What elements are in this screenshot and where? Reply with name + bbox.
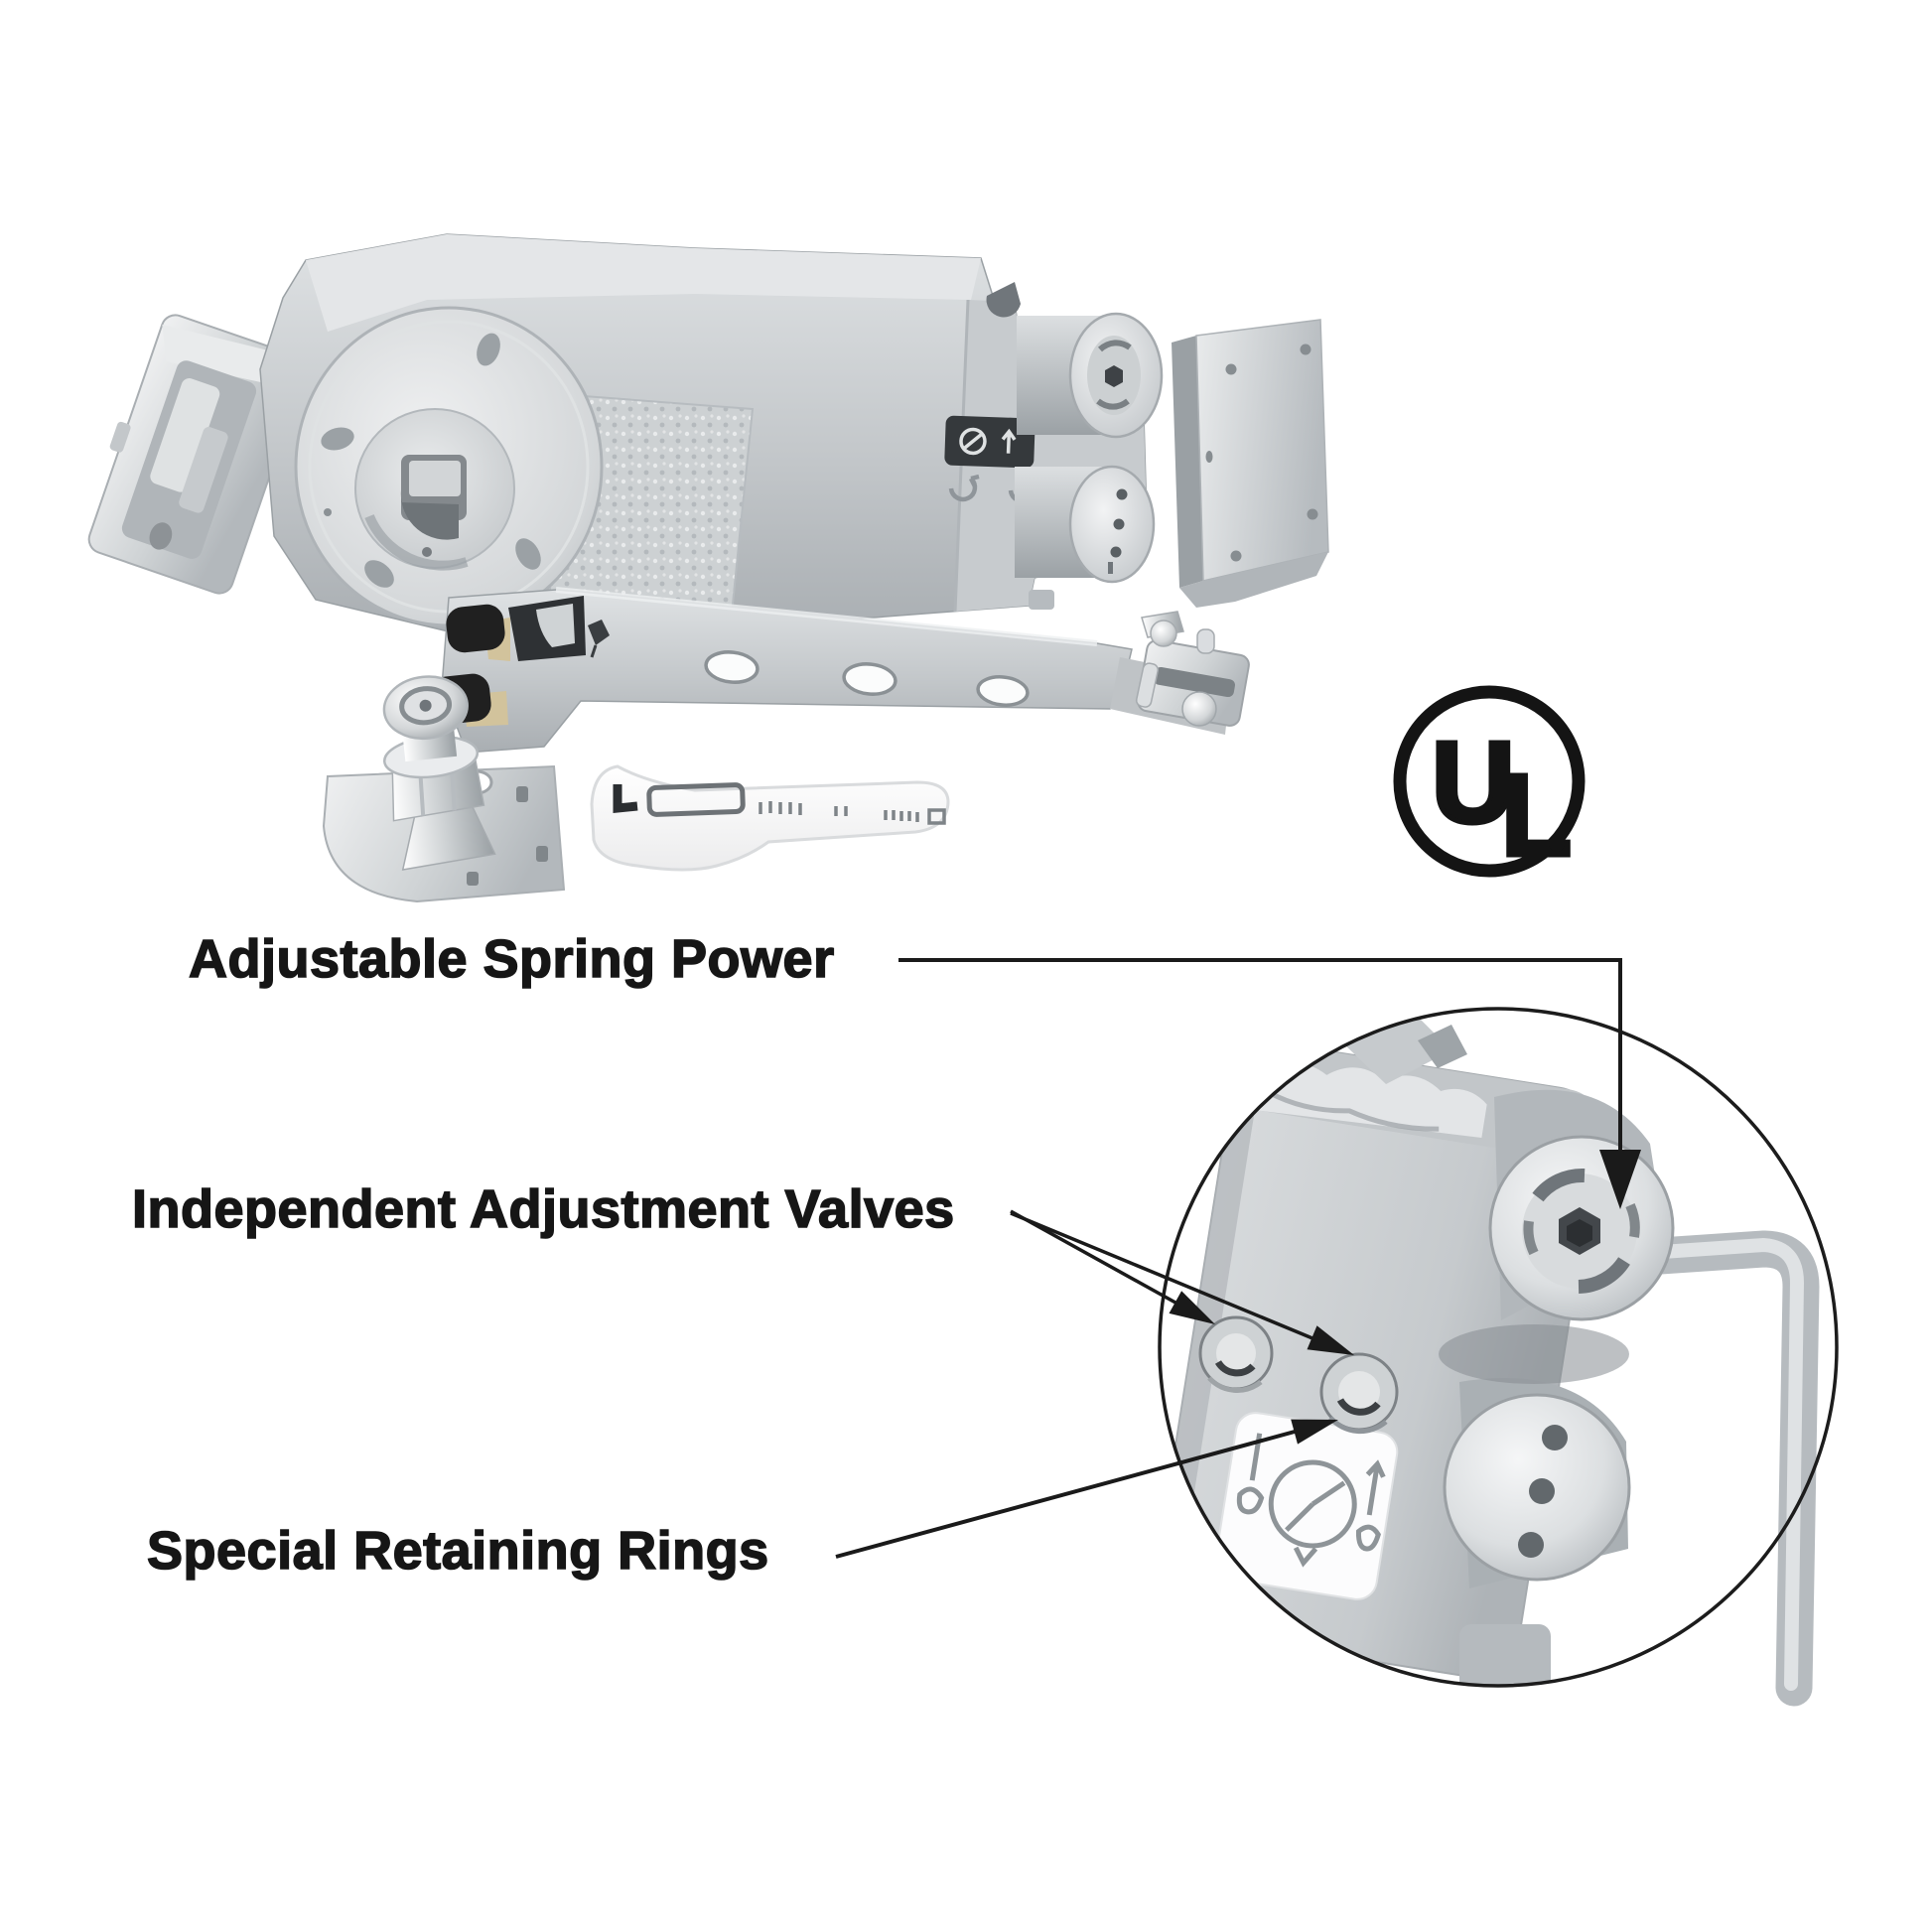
callout-retaining-rings-label: Special Retaining Rings: [147, 1521, 769, 1581]
independent-adjustment-valve-left: [1198, 1315, 1274, 1393]
bottom-pivot: [322, 675, 566, 903]
closer-body: [259, 233, 1164, 636]
leader-line-retaining-rings: [835, 1430, 1296, 1559]
detail-bottom-cylinder: [1443, 1393, 1631, 1582]
arm-clevis: [1135, 611, 1250, 727]
arrowhead-spring-power: [1599, 1150, 1641, 1209]
special-retaining-ring: [1328, 1416, 1388, 1435]
clevis-screw: [1150, 620, 1177, 647]
arrowhead-valve-right: [1307, 1325, 1354, 1355]
top-cylinder: [1017, 312, 1164, 439]
ul-logo-circle: [1393, 685, 1586, 878]
arm-hole: [976, 675, 1030, 707]
callouts: Adjustable Spring Power Independent Adju…: [131, 928, 1641, 1582]
bottom-cylinder: [1015, 465, 1156, 584]
leader-line-spring-power: [898, 958, 1622, 1152]
arm-hole: [842, 662, 897, 696]
valve-icon-plate: [944, 415, 1035, 469]
body-top-notch: [986, 282, 1021, 318]
arrowhead-retaining-rings: [1291, 1419, 1338, 1445]
spindle-hub: [294, 306, 604, 627]
main-arm: [430, 587, 1250, 754]
cover-markings: [759, 801, 946, 825]
callout-spring-power-label: Adjustable Spring Power: [189, 929, 835, 989]
leader-line-valve-right: [1010, 1211, 1313, 1340]
arrowhead-valve-left: [1169, 1291, 1215, 1324]
ul-logo-dot: [1549, 836, 1565, 852]
detail-instruction-label: [1214, 1412, 1399, 1600]
spring-power-adjuster: [1488, 1135, 1675, 1321]
bracket-hole: [149, 522, 173, 550]
hex-wrench: [1597, 1230, 1820, 1707]
corner-mounting-bracket: [1172, 319, 1329, 608]
pivot-spindle: [382, 675, 496, 871]
cover-logo-mark: [613, 784, 638, 813]
independent-adjustment-valve-right: [1319, 1352, 1399, 1435]
ul-letter-l: L: [1501, 751, 1572, 880]
rubber-bumper-top: [446, 604, 505, 653]
callout-adjustment-valves-label: Independent Adjustment Valves: [132, 1179, 955, 1239]
arm-slide-cover: [590, 764, 950, 872]
ul-letter-u: U: [1432, 718, 1515, 847]
arm-hole: [704, 650, 759, 684]
exploded-view: [87, 233, 1329, 903]
spring-hex-socket: [1105, 365, 1123, 387]
detail-circle-outline: [1158, 1007, 1839, 1688]
clevis-pin: [1135, 662, 1160, 708]
ul-logo: U L: [1393, 685, 1586, 883]
